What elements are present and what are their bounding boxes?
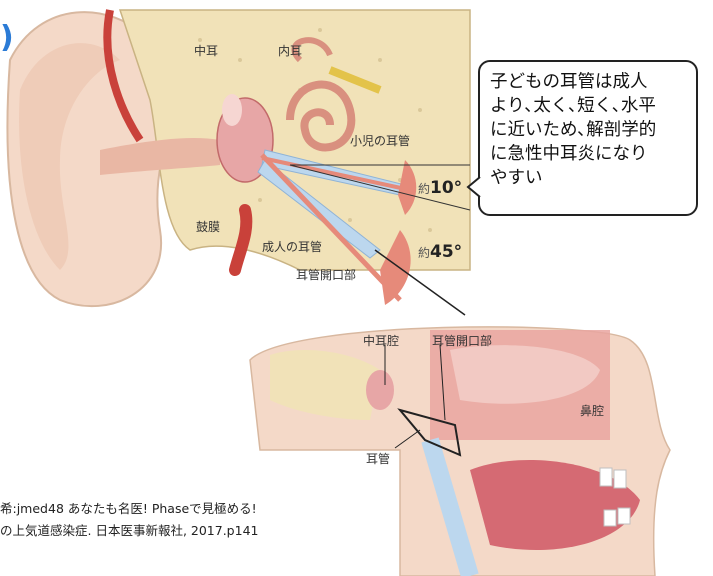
partial-arc-icon: ) — [0, 20, 14, 55]
callout-pointer — [466, 175, 482, 199]
citation: 希:jmed48 あなたも名医! Phaseで見極める! の上気道感染症. 日本… — [0, 498, 258, 542]
callout-box: 子どもの耳管は成人 より､太く､短く､水平 に近いため､解剖学的 に急性中耳炎に… — [478, 60, 698, 216]
label-inner-ear: 内耳 — [278, 42, 302, 59]
label-tube-opening-2: 耳管開口部 — [432, 332, 492, 349]
angle-child: 約10° — [418, 178, 462, 198]
label-tube-opening: 耳管開口部 — [296, 266, 356, 283]
citation-line-1: 希:jmed48 あなたも名医! Phaseで見極める! — [0, 498, 258, 520]
label-eustachian-tube: 耳管 — [366, 450, 390, 467]
angle-child-value: 10° — [430, 178, 462, 198]
citation-line-2: の上気道感染症. 日本医事新報社, 2017.p141 — [0, 520, 258, 542]
label-middle-ear: 中耳 — [194, 42, 218, 59]
angle-child-prefix: 約 — [418, 182, 430, 196]
label-child-tube: 小児の耳管 — [350, 132, 410, 149]
label-eardrum: 鼓膜 — [196, 218, 220, 235]
label-adult-tube: 成人の耳管 — [262, 238, 322, 255]
angle-adult: 約45° — [418, 242, 462, 262]
label-middle-ear-cavity: 中耳腔 — [363, 332, 399, 349]
label-nasal-cavity: 鼻腔 — [580, 402, 604, 419]
angle-adult-prefix: 約 — [418, 246, 430, 260]
angle-adult-value: 45° — [430, 242, 462, 262]
callout-text: 子どもの耳管は成人 より､太く､短く､水平 に近いため､解剖学的 に急性中耳炎に… — [490, 70, 686, 190]
